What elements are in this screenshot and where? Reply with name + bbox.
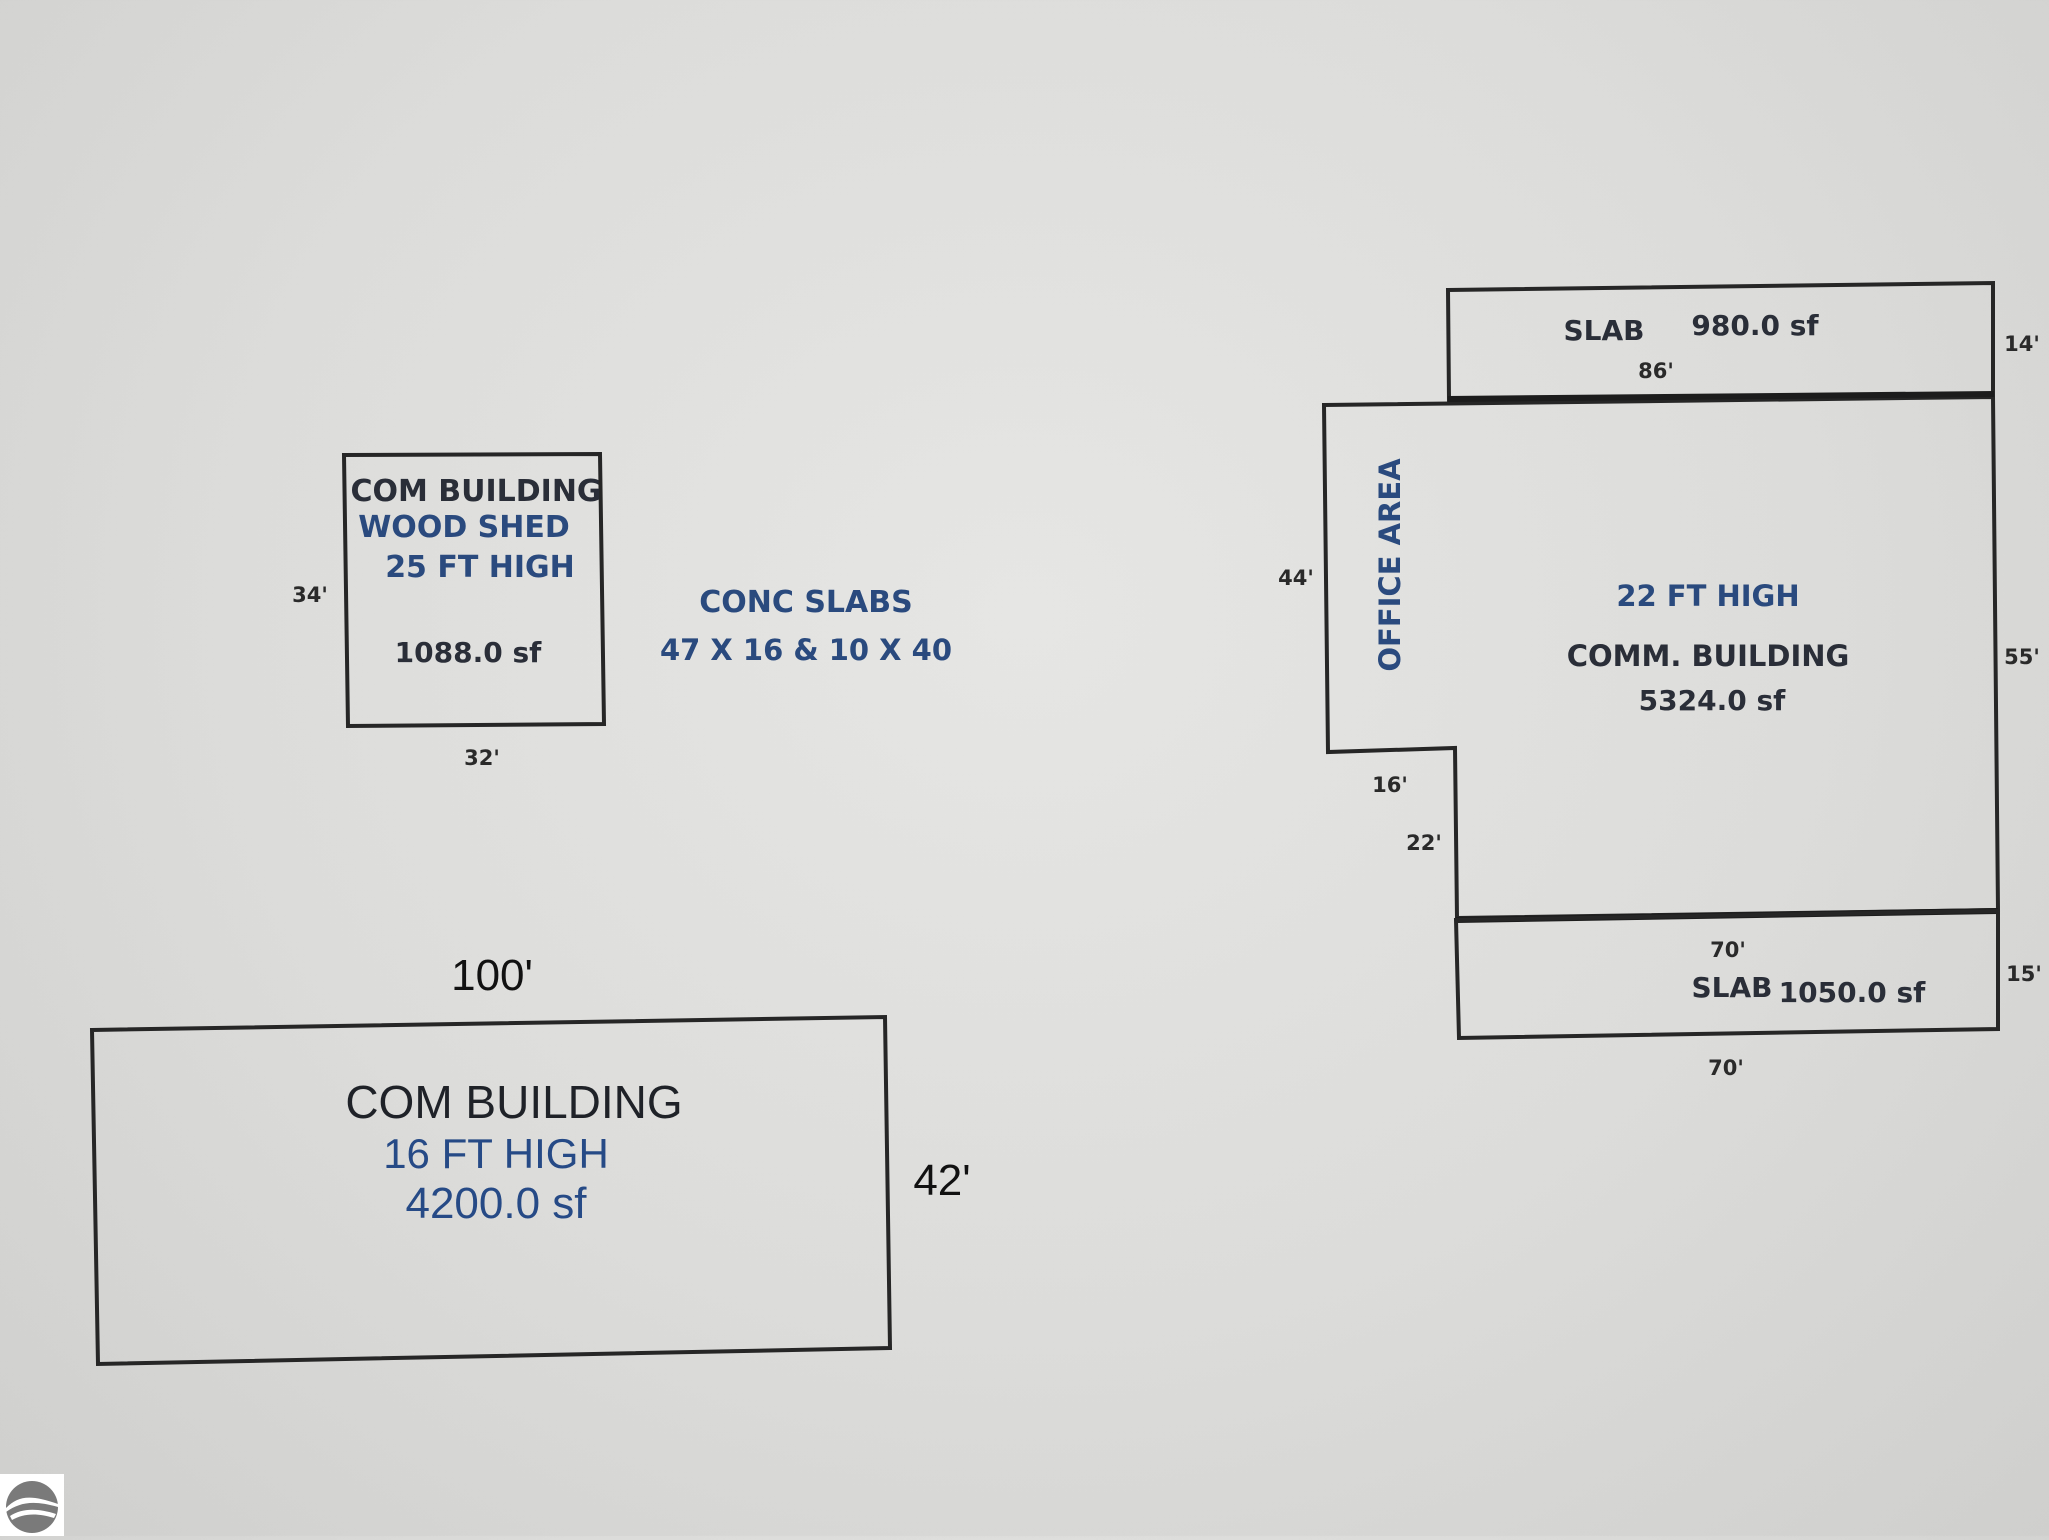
com-building-large-dim-top: 100': [451, 951, 533, 1000]
comm-building-dim-left: 44': [1278, 566, 1314, 590]
slab-bottom-label: SLAB: [1691, 971, 1772, 1004]
com-building-large-dim-right: 42': [913, 1156, 970, 1205]
comm-building-height: 22 FT HIGH: [1616, 579, 1799, 613]
slab-top-area: 980.0 sf: [1691, 309, 1819, 342]
wood-shed-height: 25 FT HIGH: [385, 550, 575, 585]
com-building-large: 100' 42' COM BUILDING 16 FT HIGH 4200.0 …: [89, 951, 971, 1367]
slab-bottom: 70' SLAB 1050.0 sf 15' 70': [1453, 908, 2042, 1080]
comm-building-dim-notch-width: 16': [1372, 773, 1408, 797]
comm-building-dim-right: 55': [2004, 645, 2040, 669]
comm-building-top-divider: [1447, 391, 1995, 402]
wood-shed-area: 1088.0 sf: [395, 636, 542, 669]
wood-shed-line2: WOOD SHED: [358, 510, 570, 545]
wood-shed-building: COM BUILDING WOOD SHED 25 FT HIGH 1088.0…: [292, 451, 607, 770]
mountain-circle-logo-icon: [6, 1481, 58, 1533]
comm-building-dim-notch-height: 22': [1406, 831, 1442, 855]
wood-shed-dim-left: 34': [292, 583, 328, 607]
slab-top-dim-right: 14': [2004, 332, 2040, 356]
wood-shed-line1: COM BUILDING: [350, 474, 601, 509]
comm-building-area: 5324.0 sf: [1639, 684, 1786, 717]
conc-slabs-dimensions: 47 X 16 & 10 X 40: [660, 633, 952, 667]
conc-slabs-note: CONC SLABS 47 X 16 & 10 X 40: [660, 585, 952, 667]
slab-top-dim-width: 86': [1638, 359, 1674, 383]
comm-building: OFFICE AREA 22 FT HIGH COMM. BUILDING 53…: [1278, 391, 2040, 923]
com-building-large-height: 16 FT HIGH: [383, 1130, 609, 1177]
slab-bottom-dim-right: 15': [2006, 962, 2042, 986]
com-building-large-title: COM BUILDING: [345, 1076, 682, 1128]
wood-shed-dim-bottom: 32': [464, 746, 500, 770]
slab-top: SLAB 980.0 sf 86' 14': [1445, 280, 2040, 403]
conc-slabs-title: CONC SLABS: [699, 585, 913, 620]
brand-logo: [0, 1474, 64, 1536]
slab-bottom-area: 1050.0 sf: [1779, 976, 1926, 1009]
com-building-large-outline: [89, 1014, 893, 1367]
comm-building-name: COMM. BUILDING: [1567, 639, 1850, 673]
slab-bottom-outline: [1453, 908, 2000, 1041]
comm-building-office-area: OFFICE AREA: [1373, 458, 1407, 672]
wood-shed-outline: [341, 451, 607, 729]
slab-top-label: SLAB: [1563, 314, 1644, 347]
com-building-large-area: 4200.0 sf: [405, 1179, 587, 1228]
slab-bottom-dim-top: 70': [1710, 938, 1746, 962]
slab-bottom-dim-bottom: 70': [1708, 1056, 1744, 1080]
